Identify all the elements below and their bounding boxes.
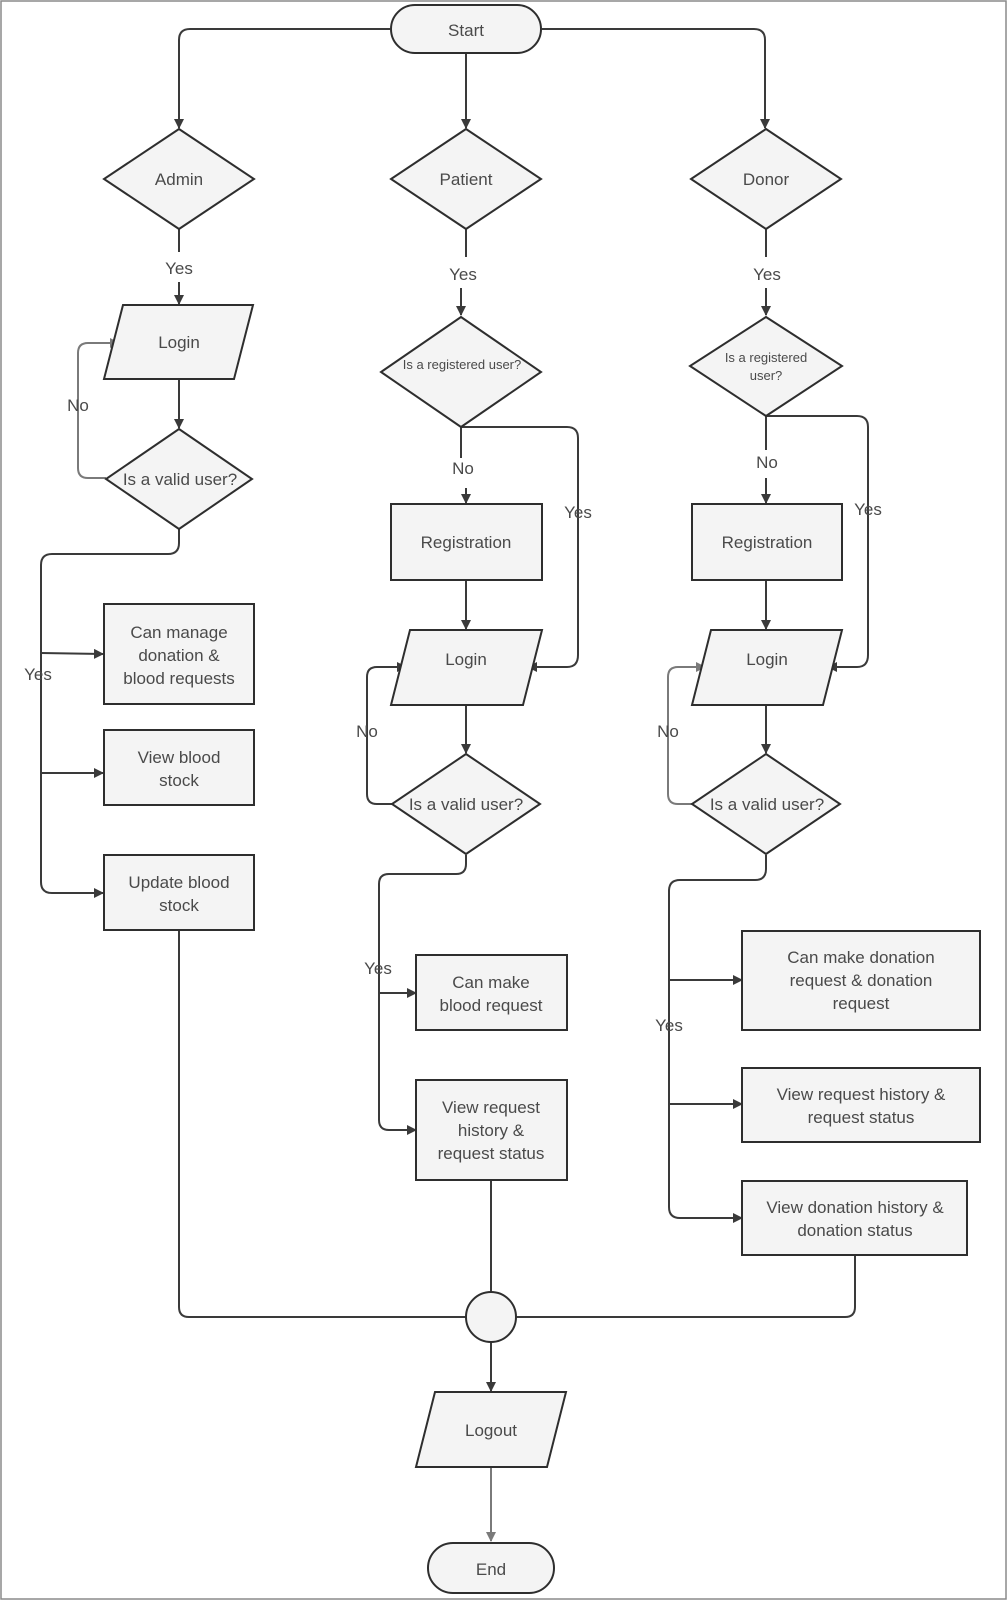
patient-label: Patient xyxy=(440,170,493,189)
donor-no-loop-label: No xyxy=(657,722,679,741)
admin-view-stock-line1: View blood xyxy=(138,748,221,767)
donor-view-request-history-process: View request history & request status xyxy=(741,1067,981,1143)
admin-label: Admin xyxy=(155,170,203,189)
donor-registered-line2: user? xyxy=(750,368,783,383)
donor-view-request-history-line1: View request history & xyxy=(777,1085,946,1104)
donor-view-donation-history-line1: View donation history & xyxy=(766,1198,944,1217)
patient-make-request-line1: Can make xyxy=(452,973,529,992)
patient-view-history-line1: View request xyxy=(442,1098,540,1117)
donor-registration-process: Registration xyxy=(691,503,843,581)
donor-view-donation-history-line2: donation status xyxy=(797,1221,912,1240)
donor-make-request-line1: Can make donation xyxy=(787,948,934,967)
admin-update-stock-line2: stock xyxy=(159,896,199,915)
donor-make-request-process: Can make donation request & donation req… xyxy=(741,930,981,1031)
edge-donor-to-merge xyxy=(516,1256,856,1318)
patient-make-request-line2: blood request xyxy=(439,996,542,1015)
logout-label: Logout xyxy=(465,1421,517,1440)
donor-valid-yes-label: Yes xyxy=(655,1016,683,1035)
patient-valid-yes-label: Yes xyxy=(364,959,392,978)
admin-login-label: Login xyxy=(158,333,200,352)
admin-manage-line1: Can manage xyxy=(130,623,227,642)
patient-valid-label: Is a valid user? xyxy=(409,795,523,814)
admin-view-stock-process: View blood stock xyxy=(103,729,255,806)
patient-view-history-line3: request status xyxy=(438,1144,545,1163)
edge-admin-no-loop xyxy=(77,338,120,479)
edge-donor-no-loop xyxy=(667,662,706,805)
admin-manage-line2: donation & xyxy=(138,646,220,665)
admin-update-stock-process: Update blood stock xyxy=(103,854,255,931)
donor-decision: Donor xyxy=(689,127,843,231)
edge-start-donor xyxy=(542,28,770,129)
patient-registered-yes-label: Yes xyxy=(564,503,592,522)
admin-decision: Admin xyxy=(102,127,256,231)
donor-no-label: No xyxy=(756,453,778,472)
admin-manage-line3: blood requests xyxy=(123,669,235,688)
edge-admin-manage xyxy=(40,648,104,659)
end-terminal: End xyxy=(427,1542,555,1594)
merge-connector xyxy=(465,1291,517,1343)
patient-no-label: No xyxy=(452,459,474,478)
patient-valid-decision: Is a valid user? xyxy=(390,752,542,856)
admin-login-io: Login xyxy=(102,304,255,380)
edge-admin-to-merge xyxy=(178,929,466,1318)
patient-registration-process: Registration xyxy=(390,503,543,581)
donor-label: Donor xyxy=(743,170,790,189)
admin-valid-yes-label: Yes xyxy=(24,665,52,684)
patient-login-io: Login xyxy=(389,629,544,706)
donor-valid-decision: Is a valid user? xyxy=(690,752,842,856)
admin-valid-decision: Is a valid user? xyxy=(104,427,254,531)
donor-registered-yes-label: Yes xyxy=(854,500,882,519)
edge-start-admin xyxy=(174,28,390,129)
patient-registered-label: Is a registered user? xyxy=(403,357,522,372)
donor-make-request-line2: request & donation xyxy=(790,971,933,990)
patient-no-loop-label: No xyxy=(356,722,378,741)
donor-login-label: Login xyxy=(746,650,788,669)
admin-no-label: No xyxy=(67,396,89,415)
donor-valid-label: Is a valid user? xyxy=(710,795,824,814)
end-label: End xyxy=(476,1560,506,1579)
patient-make-request-process: Can make blood request xyxy=(415,954,568,1031)
donor-view-request-history-line2: request status xyxy=(808,1108,915,1127)
admin-yes-label: Yes xyxy=(165,259,193,278)
edge-patient-yes-login xyxy=(461,426,579,672)
patient-view-history-line2: history & xyxy=(458,1121,525,1140)
start-terminal: Start xyxy=(390,4,542,54)
edge-donor-yes-login xyxy=(766,415,869,672)
start-label: Start xyxy=(448,21,484,40)
donor-registered-line1: Is a registered xyxy=(725,350,807,365)
patient-yes-label: Yes xyxy=(449,265,477,284)
donor-view-donation-history-process: View donation history & donation status xyxy=(741,1180,968,1256)
edge-patient-yes-bus xyxy=(378,855,467,1135)
donor-registration-label: Registration xyxy=(722,533,813,552)
donor-yes-label: Yes xyxy=(753,265,781,284)
admin-view-stock-line2: stock xyxy=(159,771,199,790)
patient-view-history-process: View request history & request status xyxy=(415,1079,568,1181)
admin-update-stock-line1: Update blood xyxy=(128,873,229,892)
edge-admin-yes-bus xyxy=(40,528,180,898)
patient-registration-label: Registration xyxy=(421,533,512,552)
edge-patient-no-loop xyxy=(366,662,407,805)
donor-login-io: Login xyxy=(690,629,844,706)
patient-decision: Patient xyxy=(389,127,543,231)
edge-donor-yes-bus xyxy=(668,855,767,1223)
admin-valid-label: Is a valid user? xyxy=(123,470,237,489)
patient-login-label: Login xyxy=(445,650,487,669)
patient-registered-decision: Is a registered user? xyxy=(379,315,543,429)
donor-make-request-line3: request xyxy=(833,994,890,1013)
donor-registered-decision: Is a registered user? xyxy=(688,315,844,418)
logout-io: Logout xyxy=(414,1391,568,1468)
admin-manage-process: Can manage donation & blood requests xyxy=(103,603,255,705)
